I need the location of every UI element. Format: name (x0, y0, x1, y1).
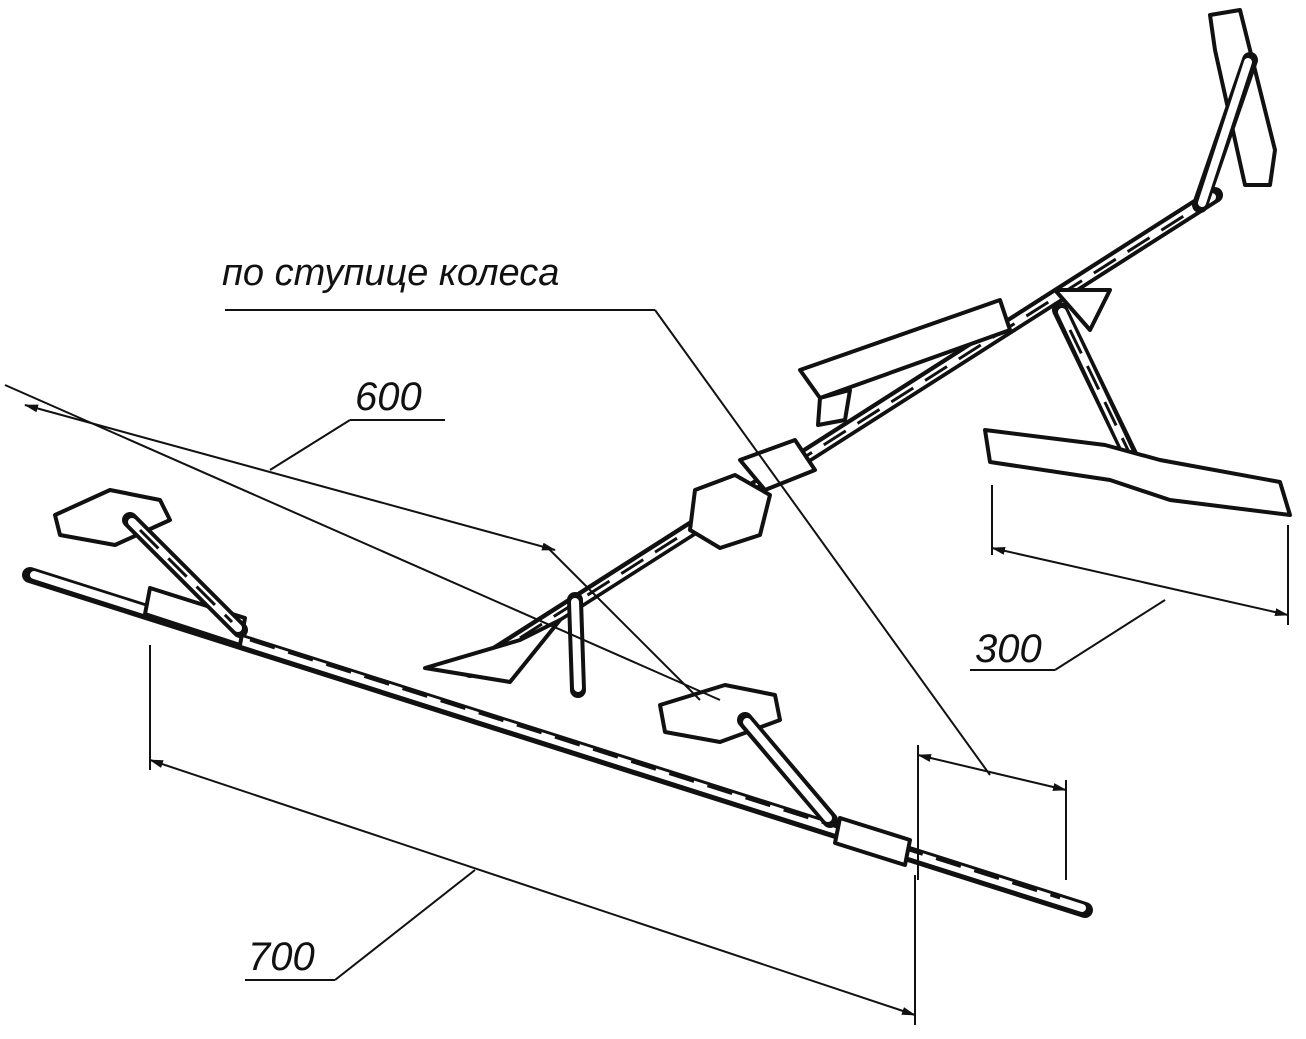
dimension-label-700: 700 (248, 935, 315, 979)
dimension-700: 700 (149, 645, 916, 1025)
hub-annotation: по ступице колеса (222, 252, 991, 776)
dimension-label-600: 600 (355, 375, 422, 419)
dimension-600: 600 (4, 375, 721, 701)
upper-bracket (798, 298, 1012, 427)
head-tube (1192, 8, 1277, 213)
hub-annotation-label: по ступице колеса (222, 252, 559, 294)
center-clamp (688, 438, 817, 550)
dimension-hub-offset (917, 745, 1067, 880)
dimension-300: 300 (970, 485, 1289, 671)
rear-right-assembly (983, 288, 1292, 517)
dimension-label-300: 300 (975, 627, 1042, 671)
diagonal-tube (423, 187, 1223, 698)
